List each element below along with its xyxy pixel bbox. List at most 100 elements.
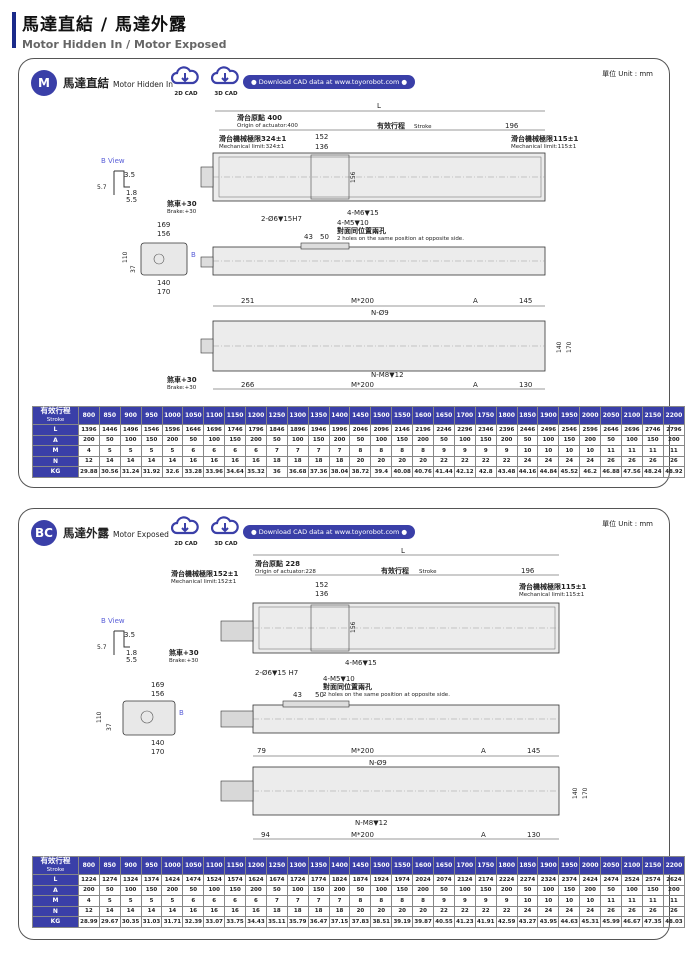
table-cell: 2446: [516, 424, 539, 436]
table-cell: 10: [537, 445, 560, 457]
table-cell: 2696: [621, 424, 643, 436]
table-cell: 11: [662, 445, 685, 457]
stroke-value-cell: 1900: [537, 856, 560, 875]
table-cell: 1946: [307, 424, 330, 436]
table-cell: 10: [516, 445, 539, 457]
table-cell: 20: [412, 455, 435, 467]
row-label-cell: M: [32, 895, 79, 907]
table-cell: 20: [349, 455, 372, 467]
cad-3d-download[interactable]: 3D CAD: [210, 65, 241, 99]
table-cell: 1996: [328, 424, 351, 436]
table-cell: 6: [182, 895, 205, 907]
table-cell: 41.44: [433, 466, 455, 478]
table-cell: 2296: [453, 424, 476, 436]
stroke-value-cell: 850: [98, 856, 121, 875]
stroke-value-cell: 1700: [453, 856, 476, 875]
table-cell: 50: [600, 434, 623, 446]
stroke-value-cell: 1350: [307, 406, 330, 425]
table-cell: 2046: [349, 424, 372, 436]
table-cell: 9: [495, 445, 518, 457]
table-cell: 11: [662, 895, 685, 907]
table-cell: 1474: [182, 874, 205, 886]
table-cell: 22: [453, 905, 476, 917]
table-cell: 50: [433, 434, 455, 446]
dim-m200-bottom: M*200: [351, 831, 374, 839]
table-cell: 16: [182, 905, 205, 917]
table-cell: 100: [621, 434, 643, 446]
table-cell: 14: [119, 905, 142, 917]
table-cell: 2524: [621, 874, 643, 886]
table-cell: 48.92: [662, 466, 685, 478]
stroke-value-cell: 800: [77, 406, 100, 425]
table-cell: 18: [328, 905, 351, 917]
dim-140: 140: [157, 279, 170, 287]
table-cell: 2624: [662, 874, 685, 886]
table-cell: 24: [579, 905, 602, 917]
cad-3d-download[interactable]: 3D CAD: [210, 515, 241, 549]
stroke-value-cell: 1300: [286, 856, 309, 875]
table-cell: 1746: [224, 424, 247, 436]
stroke-value-cell: 1050: [182, 856, 205, 875]
table-cell: 9: [433, 445, 455, 457]
stroke-value-cell: 1550: [391, 856, 414, 875]
table-cell: 50: [349, 434, 372, 446]
table-cell: 41.91: [474, 916, 497, 928]
table-cell: 26: [641, 905, 664, 917]
table-cell: 1796: [245, 424, 267, 436]
dim-145: 145: [527, 747, 540, 755]
table-cell: 4: [77, 445, 100, 457]
table-cell: 11: [641, 895, 664, 907]
dim-5-5: 5.5: [126, 656, 137, 664]
dim-5-5: 5.5: [126, 196, 137, 204]
table-cell: 50: [265, 434, 288, 446]
origin-label: 滑台原點 228: [255, 559, 300, 568]
page-subtitle: Motor Hidden In / Motor Exposed: [22, 38, 227, 51]
download-cad-link[interactable]: ● Download CAD data at www.toyorobot.com…: [243, 525, 416, 539]
table-cell: 150: [140, 884, 163, 896]
table-cell: 200: [328, 434, 351, 446]
stroke-value-cell: 1100: [203, 856, 226, 875]
stroke-value-cell: 900: [119, 406, 142, 425]
table-cell: 18: [286, 905, 309, 917]
dim-156b: 156: [151, 690, 165, 698]
table-cell: 2196: [412, 424, 435, 436]
table-cell: 31.24: [119, 466, 142, 478]
table-cell: 1974: [391, 874, 414, 886]
table-cell: 11: [641, 445, 664, 457]
table-cell: 16: [245, 455, 267, 467]
table-cell: 7: [286, 895, 309, 907]
dim-50: 50: [320, 233, 329, 241]
dim-140-right: 140: [556, 341, 563, 353]
table-cell: 7: [307, 445, 330, 457]
table-cell: 150: [558, 884, 581, 896]
dim-5-7: 5.7: [97, 644, 107, 651]
cad-2d-download[interactable]: 2D CAD: [170, 65, 201, 99]
table-cell: 14: [98, 455, 121, 467]
dim-170: 170: [151, 748, 164, 756]
table-cell: 31.03: [140, 916, 163, 928]
table-cell: 36.47: [307, 916, 330, 928]
b-view-label: B View: [101, 157, 125, 165]
dim-136: 136: [315, 590, 329, 598]
table-cell: 33.75: [224, 916, 247, 928]
table-cell: 150: [307, 434, 330, 446]
table-cell: 6: [245, 895, 267, 907]
stroke-value-cell: 1650: [433, 856, 455, 875]
table-cell: 100: [453, 434, 476, 446]
mech-limit-right: 滑台機械極限115±1: [519, 582, 586, 591]
dim-130: 130: [519, 381, 532, 389]
mech-limit-left: 滑台機械極限152±1: [171, 569, 238, 578]
n-thread-label: N-M8▼12: [355, 819, 388, 827]
row-label-cell: L: [32, 874, 79, 886]
stroke-value-cell: 1600: [412, 406, 435, 425]
dim-43: 43: [304, 233, 313, 241]
opposite-label: 對面同位置兩孔: [323, 682, 372, 691]
download-cad-link[interactable]: ● Download CAD data at www.toyorobot.com…: [243, 75, 416, 89]
table-cell: 16: [224, 905, 247, 917]
table-cell: 200: [495, 884, 518, 896]
table-cell: 20: [370, 905, 393, 917]
model-badge: M: [31, 70, 57, 96]
table-cell: 40.08: [391, 466, 414, 478]
cad-2d-download[interactable]: 2D CAD: [170, 515, 201, 549]
table-cell: 1846: [265, 424, 288, 436]
